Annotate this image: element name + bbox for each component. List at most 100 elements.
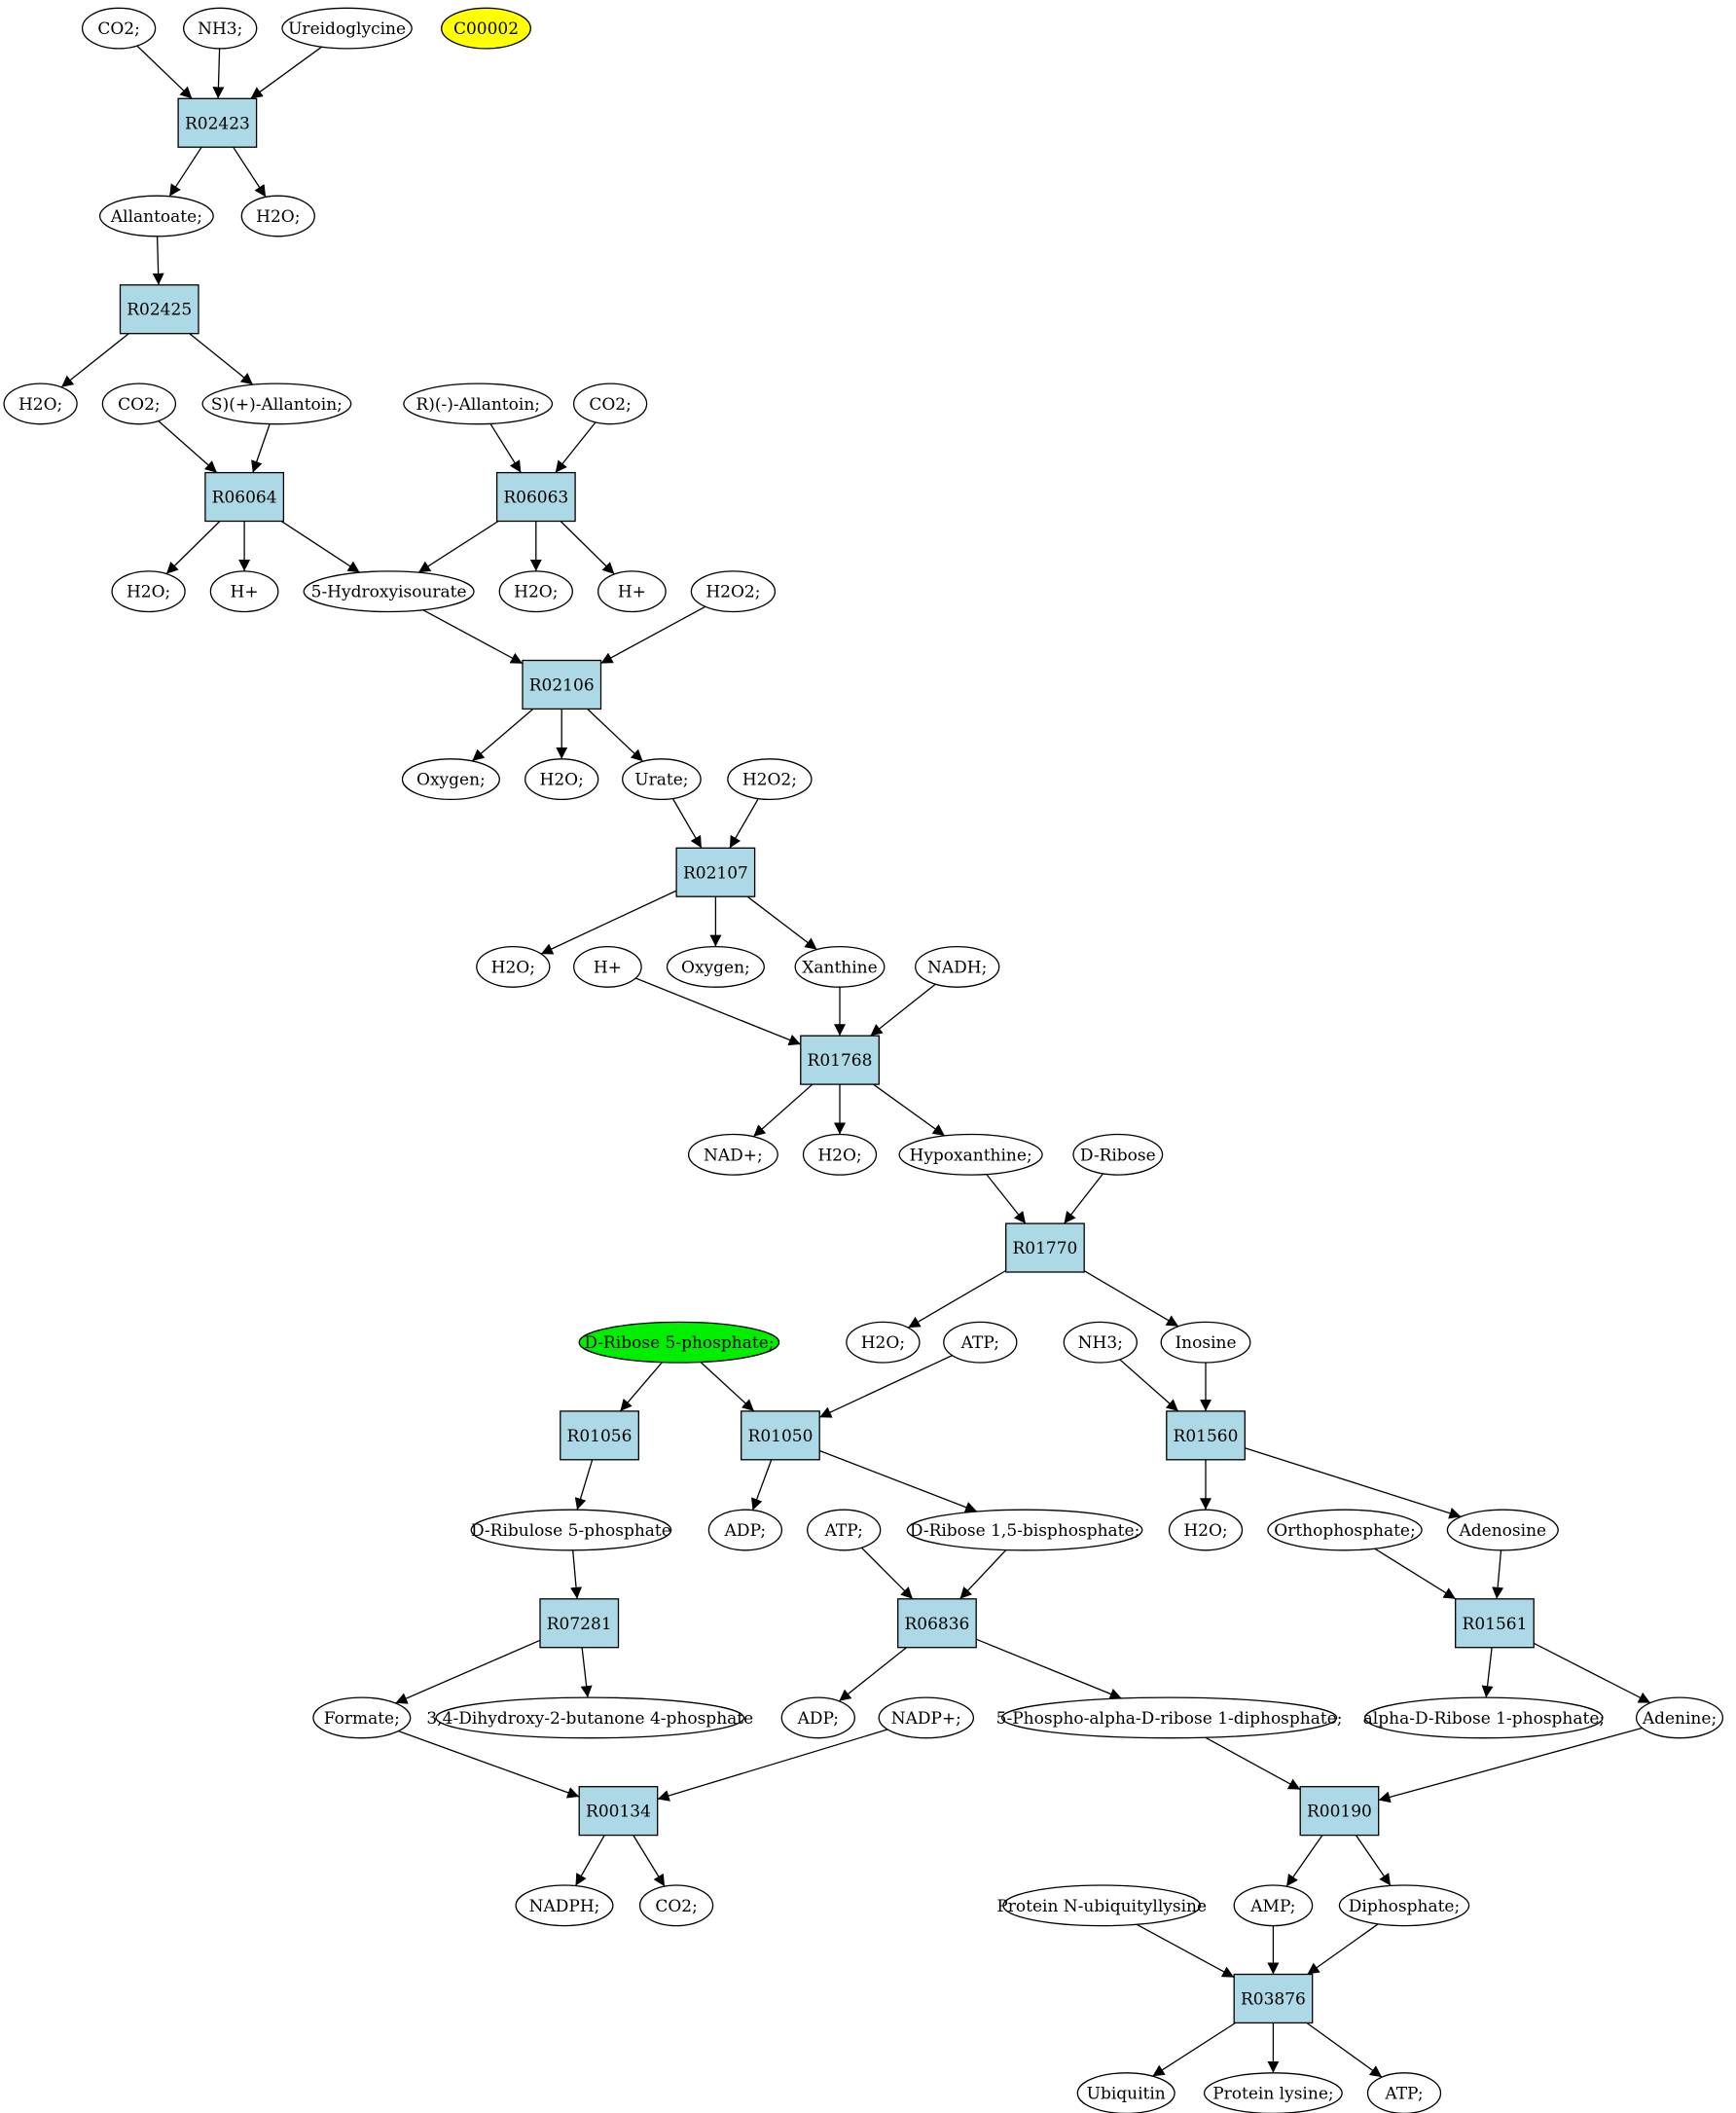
compound-node-atp_1[interactable]: ATP; [943, 1321, 1018, 1364]
node-label: R01056 [567, 1427, 633, 1446]
compound-node-adr1p[interactable]: alpha-D-Ribose 1-phosphate; [1363, 1696, 1605, 1739]
compound-ellipse [81, 7, 157, 50]
node-label: R02106 [529, 676, 595, 696]
compound-node-hplus_3[interactable]: H+ [573, 945, 642, 988]
reaction-node-R01768[interactable]: R01768 [800, 1035, 880, 1085]
compound-node-pnub[interactable]: Protein N-ubiquityllysine [996, 1884, 1207, 1927]
compound-node-adenosine[interactable]: Adenosine [1446, 1509, 1559, 1551]
compound-node-h2o2_1[interactable]: H2O2; [690, 570, 777, 613]
edge-diphos-to-R03876 [1307, 1923, 1379, 1976]
compound-node-dribose[interactable]: D-Ribose [1072, 1133, 1164, 1176]
compound-node-atp_3[interactable]: ATP; [1366, 2072, 1442, 2113]
compound-ellipse [802, 1133, 878, 1176]
compound-node-xanthine[interactable]: Xanthine [794, 945, 886, 988]
edge-formate-to-R00134 [398, 1730, 580, 1799]
edge-R06836-to-adp_2 [838, 1647, 907, 1702]
compound-node-hypox[interactable]: Hypoxanthine; [898, 1133, 1043, 1176]
compound-node-allantoate[interactable]: Allantoate; [98, 195, 214, 237]
compound-ellipse [524, 758, 599, 801]
compound-node-ureido[interactable]: Ureidoglycine [281, 7, 413, 50]
compound-node-dr5p[interactable]: D-Ribose 5-phosphate; [578, 1321, 780, 1364]
compound-node-prpp[interactable]: 5-Phospho-alpha-D-ribose 1-diphosphate; [996, 1696, 1343, 1739]
compound-node-h2o_8[interactable]: H2O; [846, 1321, 921, 1364]
compound-node-diphos[interactable]: Diphosphate; [1338, 1884, 1470, 1927]
reaction-node-R07281[interactable]: R07281 [539, 1598, 620, 1649]
compound-node-dribulose[interactable]: D-Ribulose 5-phosphate [470, 1509, 672, 1551]
compound-node-nadh[interactable]: NADH; [915, 945, 1000, 988]
reaction-box [1005, 1222, 1085, 1273]
node-label: ATP; [1384, 2085, 1423, 2104]
compound-node-ubiquitin[interactable]: Ubiquitin [1076, 2072, 1175, 2113]
compound-node-h2o_1[interactable]: H2O; [240, 195, 315, 237]
compound-ellipse [573, 945, 642, 988]
compound-node-co2_1[interactable]: CO2; [81, 7, 157, 50]
compound-node-adenine[interactable]: Adenine; [1635, 1696, 1724, 1739]
compound-node-h2o_6[interactable]: H2O; [476, 945, 551, 988]
compound-node-nh3_1[interactable]: NH3; [183, 7, 258, 50]
compound-node-orthophos[interactable]: Orthophosphate; [1267, 1509, 1423, 1551]
reaction-node-R02107[interactable]: R02107 [675, 847, 756, 897]
compound-node-dhb[interactable]: 3,4-Dihydroxy-2-butanone 4-phosphate [426, 1696, 753, 1739]
edge-urate-to-R02107 [671, 798, 703, 849]
compound-node-nh3_2[interactable]: NH3; [1063, 1321, 1138, 1364]
reaction-node-R01056[interactable]: R01056 [560, 1410, 639, 1461]
node-label: NH3; [198, 19, 242, 39]
compound-node-hplus_2[interactable]: H+ [597, 570, 667, 613]
compound-node-inosine[interactable]: Inosine [1160, 1321, 1251, 1364]
reaction-node-R02106[interactable]: R02106 [522, 659, 602, 710]
compound-node-h2o_2[interactable]: H2O; [3, 383, 78, 425]
reaction-node-R01561[interactable]: R01561 [1455, 1598, 1535, 1649]
edge-nadh-to-R01768 [870, 983, 936, 1037]
compound-node-drbp[interactable]: D-Ribose 1,5-bisphosphate; [906, 1509, 1143, 1551]
compound-ellipse [209, 570, 279, 613]
compound-node-r_allantoin[interactable]: R)(-)-Allantoin; [403, 383, 554, 425]
edge-R02107-to-xanthine [746, 895, 817, 951]
compound-node-co2_4[interactable]: CO2; [638, 1884, 714, 1927]
compound-node-oxygen_1[interactable]: Oxygen; [401, 758, 500, 801]
reaction-node-R02423[interactable]: R02423 [177, 97, 258, 148]
reaction-node-R06064[interactable]: R06064 [204, 471, 285, 523]
compound-node-c00002[interactable]: C00002 [441, 7, 531, 50]
compound-node-co2_3[interactable]: CO2; [572, 383, 648, 425]
compound-ellipse [1002, 1884, 1202, 1927]
compound-node-co2_2[interactable]: CO2; [101, 383, 177, 425]
edge-R01561-to-adenine [1533, 1642, 1651, 1704]
compound-node-adp_1[interactable]: ADP; [707, 1509, 783, 1551]
reaction-node-R01770[interactable]: R01770 [1005, 1222, 1085, 1273]
node-label: R03876 [1241, 1990, 1306, 2010]
reaction-node-R00134[interactable]: R00134 [578, 1786, 659, 1837]
compound-node-nadplus[interactable]: NAD+; [687, 1133, 778, 1176]
edge-r_allantoin-to-R06063 [489, 423, 522, 473]
reaction-box [177, 97, 258, 148]
compound-node-formate[interactable]: Formate; [312, 1696, 412, 1739]
reaction-node-R01560[interactable]: R01560 [1166, 1410, 1246, 1461]
compound-node-s_allantoin[interactable]: S)(+)-Allantoin; [201, 383, 352, 425]
reaction-node-R06063[interactable]: R06063 [495, 471, 576, 523]
compound-node-oxygen_2[interactable]: Oxygen; [666, 945, 765, 988]
compound-ellipse [1160, 1321, 1251, 1364]
compound-node-h2o_9[interactable]: H2O; [1168, 1509, 1244, 1551]
compound-node-h2o_4[interactable]: H2O; [498, 570, 573, 613]
reaction-node-R06836[interactable]: R06836 [897, 1598, 977, 1649]
compound-node-h2o_3[interactable]: H2O; [111, 570, 186, 613]
compound-node-amp[interactable]: AMP; [1233, 1884, 1314, 1927]
compound-node-h2o_5[interactable]: H2O; [524, 758, 599, 801]
reaction-node-R01050[interactable]: R01050 [741, 1410, 820, 1461]
compound-node-nadph[interactable]: NADPH; [515, 1884, 614, 1927]
compound-ellipse [687, 1133, 778, 1176]
edge-hydroxy-to-R02106 [422, 609, 524, 665]
compound-node-hplus_1[interactable]: H+ [209, 570, 279, 613]
reaction-node-R00190[interactable]: R00190 [1299, 1786, 1380, 1837]
compound-node-hydroxy[interactable]: 5-Hydroxyisourate [303, 570, 475, 613]
compound-node-plys[interactable]: Protein lysine; [1203, 2072, 1343, 2113]
compound-ellipse [281, 7, 413, 50]
reaction-node-R03876[interactable]: R03876 [1233, 1973, 1314, 2024]
compound-node-nadpplus[interactable]: NADP+; [878, 1696, 975, 1739]
compound-node-atp_2[interactable]: ATP; [807, 1509, 882, 1551]
compound-node-h2o2_2[interactable]: H2O2; [727, 758, 813, 801]
compound-node-adp_2[interactable]: ADP; [780, 1696, 855, 1739]
compound-node-h2o_7[interactable]: H2O; [802, 1133, 878, 1176]
reaction-node-R02425[interactable]: R02425 [119, 284, 199, 335]
compound-node-urate[interactable]: Urate; [622, 758, 702, 801]
edge-nh3_2-to-R01560 [1119, 1359, 1179, 1412]
